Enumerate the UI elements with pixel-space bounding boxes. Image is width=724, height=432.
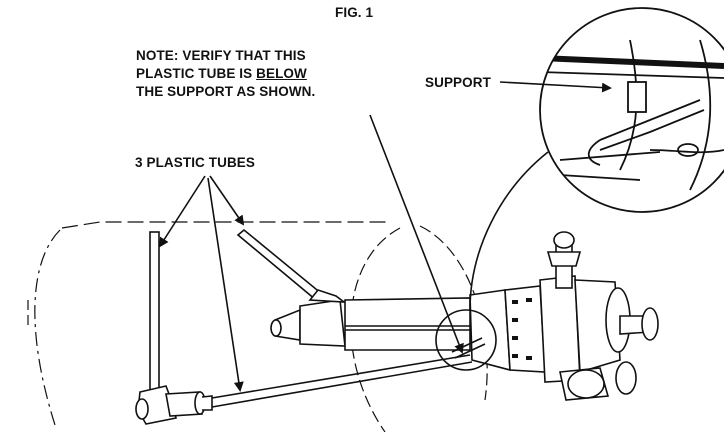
tube-arrow-2 [209,175,245,226]
vertical-tube [149,231,160,393]
distributor-body [270,289,471,351]
leader-arrows [158,81,612,392]
figure-title: FIG. 1 [335,5,374,20]
valve-slots [512,298,532,360]
zoom-connector [469,151,549,311]
tube-arrow-3 [207,177,244,392]
note-below-emphasis: BELOW [256,66,307,81]
note-line-2: PLASTIC TUBE IS BELOW [136,65,315,83]
detail-circle [435,309,497,371]
note-line-1: NOTE: VERIFY THAT THIS [136,48,306,63]
note-line-2-text: PLASTIC TUBE IS [136,66,257,81]
long-tube [211,354,473,408]
note-arrow [369,114,464,354]
support-label: SUPPORT [425,75,491,90]
control-valve [469,231,659,401]
tank-outline [34,229,61,426]
plastic-tubes-label: 3 PLASTIC TUBES [135,155,256,170]
tube-arrow-1 [158,175,206,248]
support-arrow [499,81,612,93]
note-callout: NOTE: VERIFY THAT THIS PLASTIC TUBE IS B… [136,47,315,101]
tank-top-line [61,221,390,229]
angled-tube [236,228,324,302]
note-line-3: THE SUPPORT AS SHOWN. [136,84,316,99]
elbow-fitting [135,385,213,425]
